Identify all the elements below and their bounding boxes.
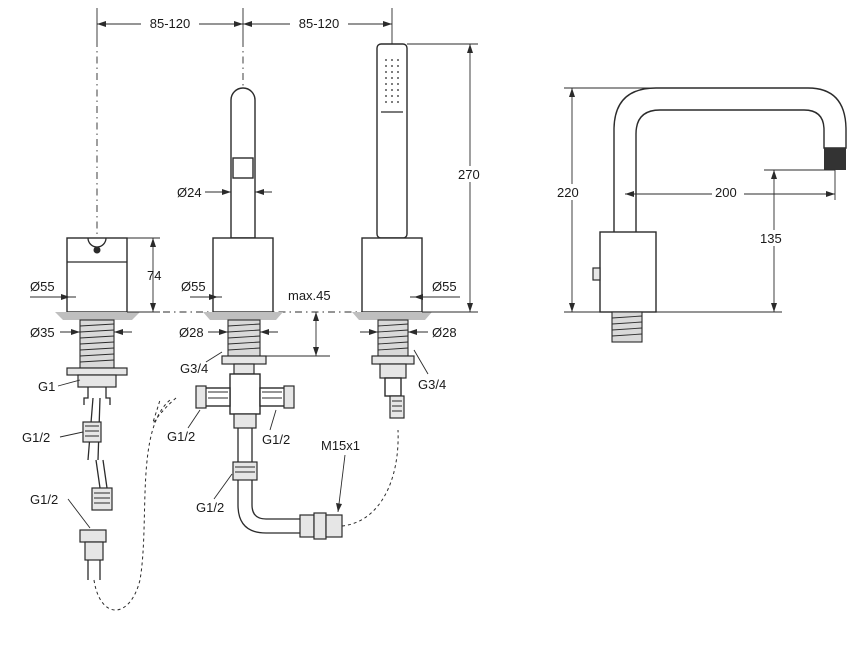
label-220: 220 [557, 185, 579, 200]
hand-shower [352, 43, 432, 419]
label-g1: G1 [38, 379, 55, 394]
label-m15: M15x1 [321, 438, 360, 453]
label-d35: Ø35 [30, 325, 55, 340]
label-200: 200 [715, 185, 737, 200]
spacing-label-left: 85-120 [150, 16, 190, 31]
label-g34-right: G3/4 [418, 377, 446, 392]
label-g12-b: G1/2 [30, 492, 58, 507]
label-d28-right: Ø28 [432, 325, 457, 340]
label-max45: max.45 [288, 288, 331, 303]
dim-74 [127, 237, 160, 313]
label-d55-right: Ø55 [432, 279, 457, 294]
label-g12-e: G1/2 [196, 500, 224, 515]
label-d24: Ø24 [177, 185, 202, 200]
label-g12-d: G1/2 [262, 432, 290, 447]
label-d28-mid: Ø28 [179, 325, 204, 340]
label-d55-left: Ø55 [30, 279, 55, 294]
spout [152, 87, 399, 540]
label-74: 74 [147, 268, 161, 283]
spout-side-view [592, 87, 847, 343]
dim-135 [656, 169, 835, 313]
label-270: 270 [458, 167, 480, 182]
label-d55-mid: Ø55 [181, 279, 206, 294]
mixer-control [55, 237, 171, 611]
label-g12-c: G1/2 [167, 429, 195, 444]
label-135: 135 [760, 231, 782, 246]
label-g12-a: G1/2 [22, 430, 50, 445]
label-g34-left: G3/4 [180, 361, 208, 376]
spacing-label-right: 85-120 [299, 16, 339, 31]
